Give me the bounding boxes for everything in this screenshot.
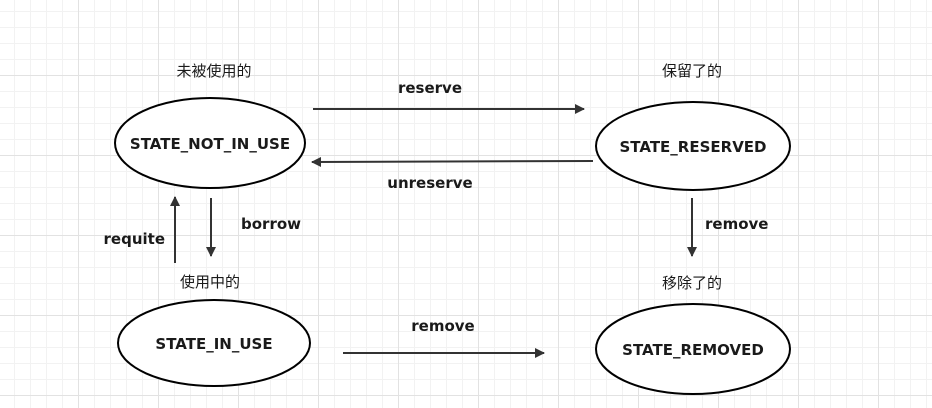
transition-remove-in-use[interactable]: remove <box>343 317 545 358</box>
state-node-not-in-use[interactable]: STATE_NOT_IN_USE <box>114 97 306 189</box>
state-ellipse <box>595 101 791 191</box>
state-ellipse <box>114 97 306 189</box>
label-remove-reserved: remove <box>705 215 768 233</box>
state-label: STATE_IN_USE <box>155 335 272 353</box>
transition-requite[interactable]: requite <box>104 196 180 263</box>
caption-reserved: 保留了的 <box>662 62 722 80</box>
state-ellipse <box>117 299 311 387</box>
transition-unreserve[interactable]: unreserve <box>311 156 594 192</box>
state-label: STATE_NOT_IN_USE <box>130 135 290 153</box>
label-unreserve: unreserve <box>387 174 472 192</box>
transition-borrow[interactable]: borrow <box>206 198 301 257</box>
label-reserve: reserve <box>398 79 462 97</box>
state-node-reserved[interactable]: STATE_RESERVED <box>595 101 791 191</box>
state-node-in-use[interactable]: STATE_IN_USE <box>117 299 311 387</box>
label-remove-in-use: remove <box>411 317 474 335</box>
state-label: STATE_REMOVED <box>622 341 764 359</box>
caption-not-in-use: 未被使用的 <box>176 62 251 80</box>
transition-reserve[interactable]: reserve <box>313 79 585 114</box>
state-node-removed[interactable]: STATE_REMOVED <box>595 303 791 395</box>
caption-removed: 移除了的 <box>662 274 722 292</box>
label-borrow: borrow <box>241 215 301 233</box>
transition-remove-reserved[interactable]: remove <box>687 198 768 257</box>
state-ellipse <box>595 303 791 395</box>
state-label: STATE_RESERVED <box>620 138 767 156</box>
caption-in-use: 使用中的 <box>180 273 240 291</box>
label-requite: requite <box>104 230 165 248</box>
arrow-unreserve <box>311 156 594 167</box>
